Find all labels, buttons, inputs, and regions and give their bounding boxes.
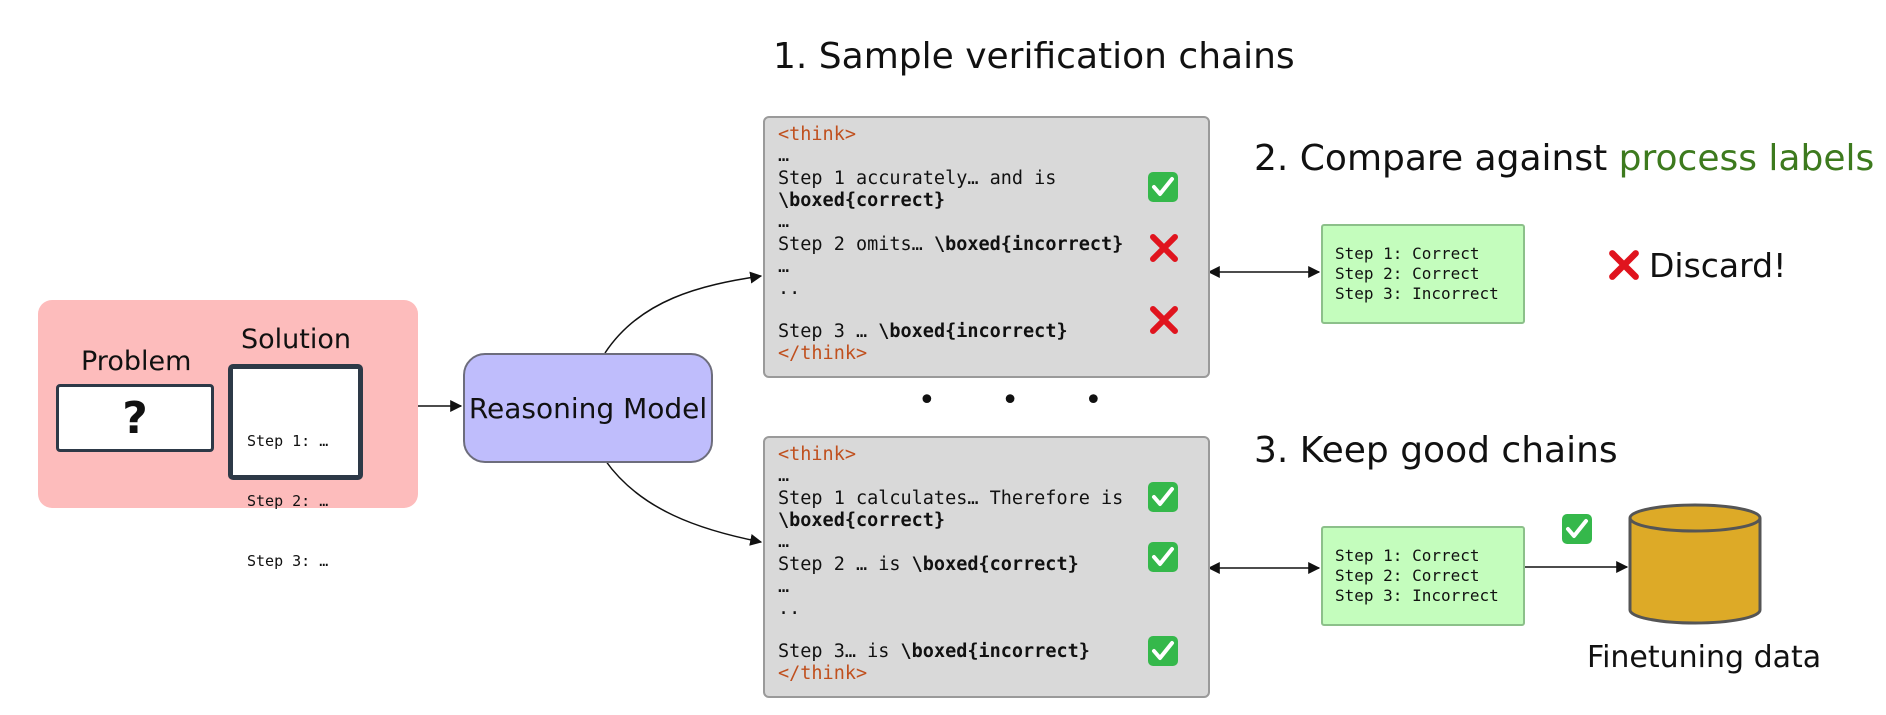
chain-ellipsis-short: .. [778, 598, 801, 619]
chain-step1-verdict: \boxed{correct} [778, 190, 946, 211]
chain-step2-verdict: \boxed{incorrect} [933, 234, 1124, 255]
reasoning-model-label: Reasoning Model [468, 391, 708, 425]
chain-step2-text: Step 2 … is [778, 554, 912, 575]
process-label: Step 2: Correct [1335, 566, 1480, 585]
solution-steps: Step 1: … Step 2: … Step 3: … [247, 391, 328, 611]
chain-step3-text: Step 3… is [778, 641, 901, 662]
chain-step1-text: Step 1 accurately… and is [778, 168, 1057, 189]
title-keep-chains: 3. Keep good chains [1254, 430, 1618, 471]
cross-icon [1148, 232, 1178, 262]
chain-step3-line: Step 3… is \boxed{incorrect} [778, 641, 1090, 663]
chain-ellipsis: … [778, 465, 790, 486]
chain-ellipsis-short: .. [778, 278, 801, 299]
finetuning-data-label: Finetuning data [1587, 640, 1822, 675]
check-icon [1148, 482, 1178, 512]
chain-ellipsis: … [778, 211, 790, 232]
process-label: Step 1: Correct [1335, 546, 1480, 565]
problem-label: Problem [81, 346, 192, 377]
solution-box: Step 1: … Step 2: … Step 3: … [228, 364, 363, 570]
chain-step3-text: Step 3 … [778, 321, 879, 342]
chain-step3-verdict: \boxed{incorrect} [900, 641, 1090, 662]
process-labels-list: Step 1: Correct Step 2: Correct Step 3: … [1335, 546, 1499, 606]
chain-separator-dots: • • • [918, 383, 1131, 418]
check-icon [1148, 636, 1178, 666]
arrow-model-to-bottom-chain [604, 459, 763, 546]
process-label: Step 3: Incorrect [1335, 284, 1499, 303]
think-close-tag: </think> [778, 343, 868, 364]
question-mark-icon: ? [122, 392, 148, 444]
verification-chain-bottom: <think> … Step 1 calculates… Therefore i… [763, 436, 1210, 698]
check-icon [1562, 514, 1592, 544]
check-icon [1148, 542, 1178, 572]
chain-ellipsis: … [778, 145, 790, 166]
process-labels-box-top: Step 1: Correct Step 2: Correct Step 3: … [1321, 224, 1525, 324]
title-process-labels: process labels [1618, 138, 1875, 179]
chain-step2-line: Step 2 omits… \boxed{incorrect} [778, 234, 1123, 256]
chain-ellipsis: … [778, 531, 790, 552]
solution-step: Step 1: … [247, 432, 329, 450]
chain-step1-text: Step 1 calculates… Therefore is [778, 488, 1124, 509]
solution-step: Step 3: … [247, 552, 329, 570]
cross-icon [1609, 250, 1639, 280]
chain-ellipsis: … [778, 256, 790, 277]
chain-step3-line: Step 3 … \boxed{incorrect} [778, 321, 1068, 343]
solution-label: Solution [241, 324, 351, 355]
chain-ellipsis: … [778, 576, 790, 597]
problem-box: ? [56, 384, 214, 452]
verification-chain-top: <think> … Step 1 accurately… and is \box… [763, 116, 1210, 378]
reasoning-model-box: Reasoning Model [463, 353, 713, 463]
chain-step2-line: Step 2 … is \boxed{correct} [778, 554, 1079, 576]
title-compare-labels: 2. Compare against process labels [1254, 138, 1874, 179]
think-open-tag: <think> [778, 124, 856, 145]
think-open-tag: <think> [778, 444, 856, 465]
title-compare-prefix: 2. Compare against [1254, 138, 1619, 179]
title-sample-chains: 1. Sample verification chains [773, 36, 1295, 77]
process-label: Step 2: Correct [1335, 264, 1480, 283]
chain-step2-verdict: \boxed{correct} [911, 554, 1079, 575]
arrow-model-to-top-chain [604, 271, 763, 354]
solution-step: Step 2: … [247, 492, 329, 510]
check-icon [1148, 172, 1178, 202]
process-label: Step 3: Incorrect [1335, 586, 1499, 605]
process-labels-list: Step 1: Correct Step 2: Correct Step 3: … [1335, 244, 1499, 304]
discard-label: Discard! [1649, 246, 1787, 285]
chain-step2-text: Step 2 omits… [778, 234, 934, 255]
discard-result: Discard! [1607, 246, 1786, 285]
think-close-tag: </think> [778, 663, 868, 684]
cross-icon [1148, 304, 1178, 334]
process-label: Step 1: Correct [1335, 244, 1480, 263]
database-icon [1628, 503, 1762, 625]
chain-step3-verdict: \boxed{incorrect} [878, 321, 1068, 342]
process-labels-box-bottom: Step 1: Correct Step 2: Correct Step 3: … [1321, 526, 1525, 626]
chain-step1-verdict: \boxed{correct} [778, 510, 946, 531]
